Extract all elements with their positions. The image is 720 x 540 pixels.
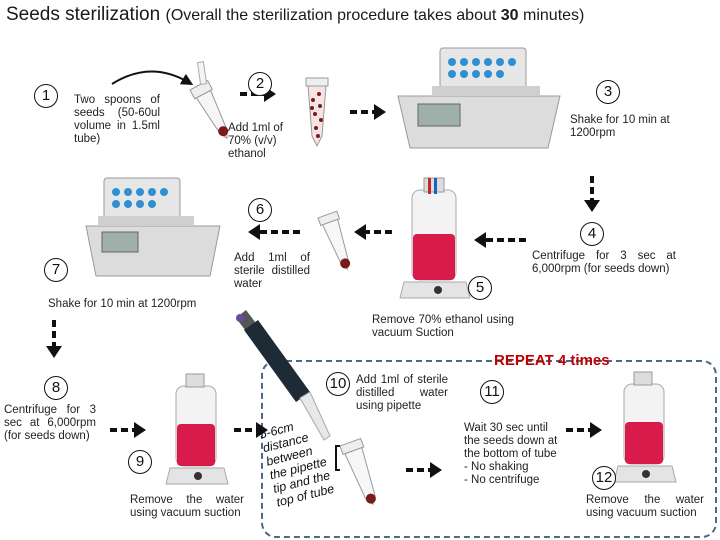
step-number-9: 9 <box>128 450 152 474</box>
step-number-4: 4 <box>580 222 604 246</box>
step-number-10: 10 <box>326 372 350 396</box>
distance-bracket <box>336 446 340 470</box>
vacuum-bottle-12 <box>614 372 676 482</box>
step-number-2: 2 <box>248 72 272 96</box>
arrow-7-8 <box>46 320 62 358</box>
vacuum-bottle-9 <box>166 374 228 484</box>
step-number-5: 5 <box>468 276 492 300</box>
step-1-text: Two spoons of seeds (50-60ul volume in 1… <box>74 94 160 146</box>
step-6-text: Add 1ml of sterile distilled water <box>234 252 310 291</box>
step-11-text: Wait 30 sec until the seeds down at the … <box>464 422 560 487</box>
tube-ethanol-2 <box>306 78 328 146</box>
step-number-11: 11 <box>480 380 504 404</box>
step-9-text: Remove the water using vacuum suction <box>130 494 244 520</box>
step-12-text: Remove the water using vacuum suction <box>586 494 704 520</box>
step-2-text: Add 1ml of 70% (v/v) ethanol <box>228 122 290 161</box>
step-number-12: 12 <box>592 466 616 490</box>
step-3-text: Shake for 10 min at 1200rpm <box>570 114 670 140</box>
step-number-8: 8 <box>44 376 68 400</box>
arrow-6-7 <box>248 224 300 240</box>
arrow-5-6 <box>354 224 392 240</box>
step-5-text: Remove 70% ethanol using vacuum Suction <box>372 314 514 340</box>
pour-arrow <box>112 71 188 84</box>
arrow-11-12 <box>566 422 602 438</box>
step-10-text: Add 1ml of sterile distilled water using… <box>356 374 448 413</box>
repeat-label: REPEAT 4 times <box>494 352 610 369</box>
tube-10 <box>340 438 383 508</box>
arrow-8-9 <box>110 422 146 438</box>
shaker-3 <box>398 48 560 148</box>
step-8-text: Centrifuge for 3 sec at 6,000rpm (for se… <box>4 404 96 443</box>
step-number-3: 3 <box>596 80 620 104</box>
arrow-3-4 <box>584 176 600 212</box>
arrow-10-11 <box>406 462 442 478</box>
tube-water-6 <box>318 211 357 272</box>
shaker-7 <box>86 178 220 276</box>
step-number-7: 7 <box>44 258 68 282</box>
arrow-2-3 <box>350 104 386 120</box>
arrow-4-5 <box>474 232 526 248</box>
step-number-1: 1 <box>34 84 58 108</box>
step-7-text: Shake for 10 min at 1200rpm <box>48 298 218 311</box>
vacuum-bottle-5 <box>400 178 470 298</box>
step-number-6: 6 <box>248 198 272 222</box>
step-4-text: Centrifuge for 3 sec at 6,000rpm (for se… <box>532 250 676 276</box>
